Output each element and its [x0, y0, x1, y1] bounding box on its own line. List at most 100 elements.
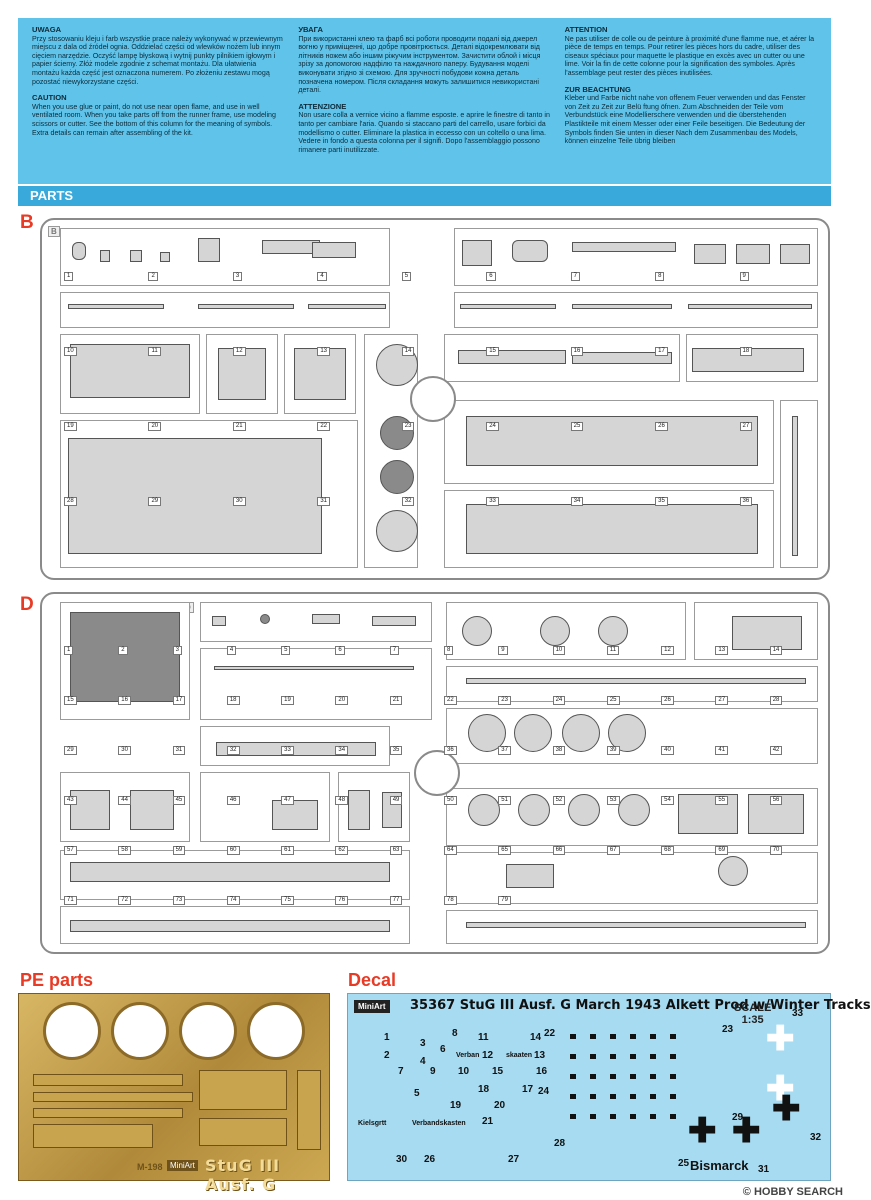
- part-number-tag: 33: [281, 746, 294, 755]
- part-number-tag: 11: [606, 646, 620, 655]
- decal-number: 26: [424, 1154, 436, 1165]
- decal-mark: [650, 1054, 656, 1059]
- part-number-tag: 68: [661, 846, 674, 855]
- decal-mark: [650, 1094, 656, 1099]
- balkenkreuz-icon: ✚: [772, 1090, 801, 1128]
- part-number-tag: 57: [64, 846, 77, 855]
- part-number-tag: 29: [148, 497, 162, 506]
- decal-number: 28: [554, 1138, 566, 1149]
- sprue-d-part: [568, 794, 600, 826]
- sprue-b-part: [512, 240, 548, 262]
- uwaga-title: UWAGA: [32, 25, 62, 34]
- decal-number: 15: [492, 1066, 504, 1077]
- sprue-b-part: [198, 238, 220, 262]
- decal-mark: [590, 1054, 596, 1059]
- part-number-tag: 49: [389, 796, 403, 805]
- part-number-tag: 20: [148, 422, 162, 431]
- sprue-b-letter: B: [20, 212, 34, 233]
- part-number-tag: 79: [498, 896, 511, 905]
- pe-strip: [33, 1074, 183, 1086]
- decal-number: 23: [722, 1024, 734, 1035]
- decal-mark: [670, 1114, 676, 1119]
- sprue-b-part: [68, 304, 164, 309]
- part-number-tag: 18: [739, 347, 753, 356]
- part-number-tag: 76: [335, 896, 349, 905]
- decal-mark: [590, 1114, 596, 1119]
- uvaga-text: При використанні клею та фарб всі роботи…: [298, 34, 541, 95]
- part-number-tag: 31: [172, 746, 186, 755]
- part-number-tag: 52: [552, 796, 566, 805]
- part-number-tag: 13: [317, 347, 331, 356]
- part-number-tag: 47: [281, 796, 294, 805]
- attention-text: Ne pas utiliser de colle ou de peinture …: [564, 34, 815, 77]
- part-number-tag: 60: [226, 846, 240, 855]
- sprue-b-hub: [410, 376, 456, 422]
- part-number-tag: 17: [172, 696, 186, 705]
- part-number-tag: 63: [389, 846, 403, 855]
- sprue-b-part: [466, 504, 758, 554]
- sprue-d-part: [618, 794, 650, 826]
- decal-mark: [670, 1094, 676, 1099]
- sprue-d-part: [598, 616, 628, 646]
- pe-disc: [111, 1002, 169, 1060]
- part-number-tag: 34: [570, 497, 584, 506]
- decal-number: 13: [534, 1050, 546, 1061]
- pe-strip: [33, 1092, 193, 1102]
- sprue-b-part: [70, 344, 190, 398]
- decal-mark: [610, 1074, 616, 1079]
- sprue-d-part: [260, 614, 270, 624]
- part-number-tag: 8: [444, 646, 454, 655]
- part-number-tag: 50: [444, 796, 457, 805]
- pe-strip: [199, 1118, 287, 1146]
- decal-mark: [630, 1034, 636, 1039]
- balkenkreuz-white-icon: ✚: [766, 1070, 795, 1108]
- sprue-d-cell: [200, 648, 432, 720]
- sprue-d-part: [468, 794, 500, 826]
- decal-number: 25: [678, 1158, 690, 1169]
- sprue-b-part: [466, 416, 758, 466]
- decal-mark: [610, 1054, 616, 1059]
- decal-mark: [630, 1054, 636, 1059]
- part-number-tag: 33: [486, 497, 499, 506]
- decal-text: Verban: [456, 1052, 480, 1059]
- decal-number: 4: [420, 1056, 426, 1067]
- part-number-tag: 26: [661, 696, 674, 705]
- part-number-tag: 31: [317, 497, 331, 506]
- uwaga-text: Przy stosowaniu kleju i farb wszystkie p…: [32, 34, 283, 86]
- decal-mark: [570, 1074, 576, 1079]
- sprue-b-part: [792, 416, 798, 556]
- part-number-tag: 17: [655, 347, 668, 356]
- part-number-tag: 14: [769, 646, 783, 655]
- part-number-tag: 20: [335, 696, 349, 705]
- part-number-tag: 70: [769, 846, 783, 855]
- part-number-tag: 5: [281, 646, 291, 655]
- sprue-b-cell: [60, 292, 390, 328]
- part-number-tag: 5: [401, 272, 412, 281]
- decal-scale-value: 1:35: [741, 1014, 764, 1026]
- part-number-tag: 10: [552, 646, 566, 655]
- pe-strip: [33, 1108, 183, 1118]
- sprue-b-part: [572, 304, 672, 309]
- part-number-tag: 2: [148, 272, 158, 281]
- decal-number: 6: [440, 1044, 446, 1055]
- warning-column-2: УВАГА При використанні клею та фарб всі …: [298, 25, 550, 176]
- decal-number: 14: [530, 1032, 542, 1043]
- sprue-d-part: [70, 612, 180, 702]
- decal-number: 2: [384, 1050, 390, 1061]
- decal-number: 1: [384, 1032, 390, 1043]
- part-number-tag: 7: [570, 272, 580, 281]
- sprue-d-part: [462, 616, 492, 646]
- part-number-tag: 71: [64, 896, 77, 905]
- part-number-tag: 40: [661, 746, 674, 755]
- pe-strip: [33, 1124, 153, 1148]
- part-number-tag: 77: [389, 896, 403, 905]
- decal-title: Decal: [348, 970, 397, 990]
- part-number-tag: 43: [64, 796, 77, 805]
- caution-text: When you use glue or paint, do not use n…: [32, 102, 276, 137]
- part-number-tag: 21: [232, 422, 246, 431]
- part-number-tag: 61: [281, 846, 294, 855]
- sprue-b-part: [68, 438, 322, 554]
- decal-mark: [590, 1034, 596, 1039]
- sprue-d-part: [466, 922, 806, 928]
